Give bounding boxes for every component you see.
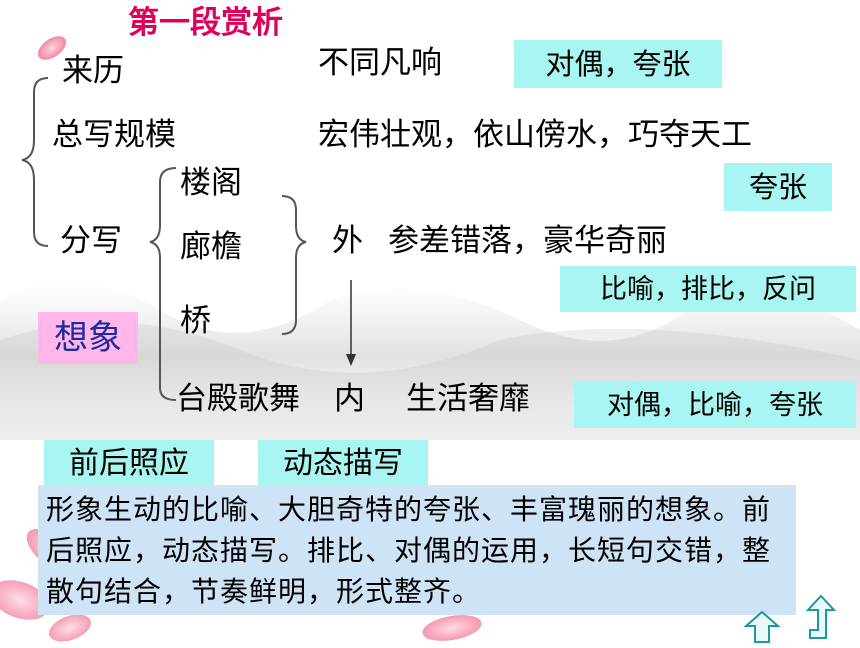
summary-text: 形象生动的比喻、大胆奇特的夸张、丰富瑰丽的想象。前后照应，动态描写。排比、对偶的… [38,485,796,615]
middle-brace [149,167,177,401]
tag-exaggeration: 夸张 [724,163,832,211]
label-overview: 总写规模 [52,117,176,153]
inside-label: 内 [334,381,365,417]
item-tower: 楼阁 [180,165,242,201]
page-title: 第一段赏析 [128,5,283,41]
item-palace-dance: 台殿歌舞 [176,381,300,417]
imagination-badge: 想象 [38,312,138,364]
tag-parallel-exaggeration: 对偶，夸张 [514,40,722,88]
petal-decoration [48,614,92,642]
item-bridge: 桥 [180,303,211,339]
inside-desc: 生活奢靡 [406,381,530,417]
right-brace [281,195,307,335]
petal-decoration [422,615,482,641]
outside-label: 外 [332,223,363,259]
outside-desc: 参差错落，豪华奇丽 [388,223,667,259]
label-detail: 分写 [60,223,122,259]
petal-decoration [37,36,67,60]
item-corridor: 廊檐 [180,229,242,265]
origin-desc: 不同凡响 [318,45,442,81]
label-origin: 来历 [62,53,124,89]
petal-decoration [0,580,49,620]
tag-echo: 前后照应 [44,440,214,488]
tag-parallel-metaphor-exaggeration: 对偶，比喻，夸张 [574,382,856,428]
up-button[interactable] [742,610,782,644]
up-arrow-icon [743,610,781,643]
return-arrow-icon [805,594,837,639]
return-button[interactable] [805,594,837,642]
overview-desc: 宏伟壮观，依山傍水，巧夺天工 [318,117,752,153]
tag-metaphor-parallelism-question: 比喻，排比，反问 [560,266,856,312]
left-brace [21,77,49,247]
down-arrow-head [346,354,356,366]
tag-dynamic-description: 动态描写 [258,440,428,488]
